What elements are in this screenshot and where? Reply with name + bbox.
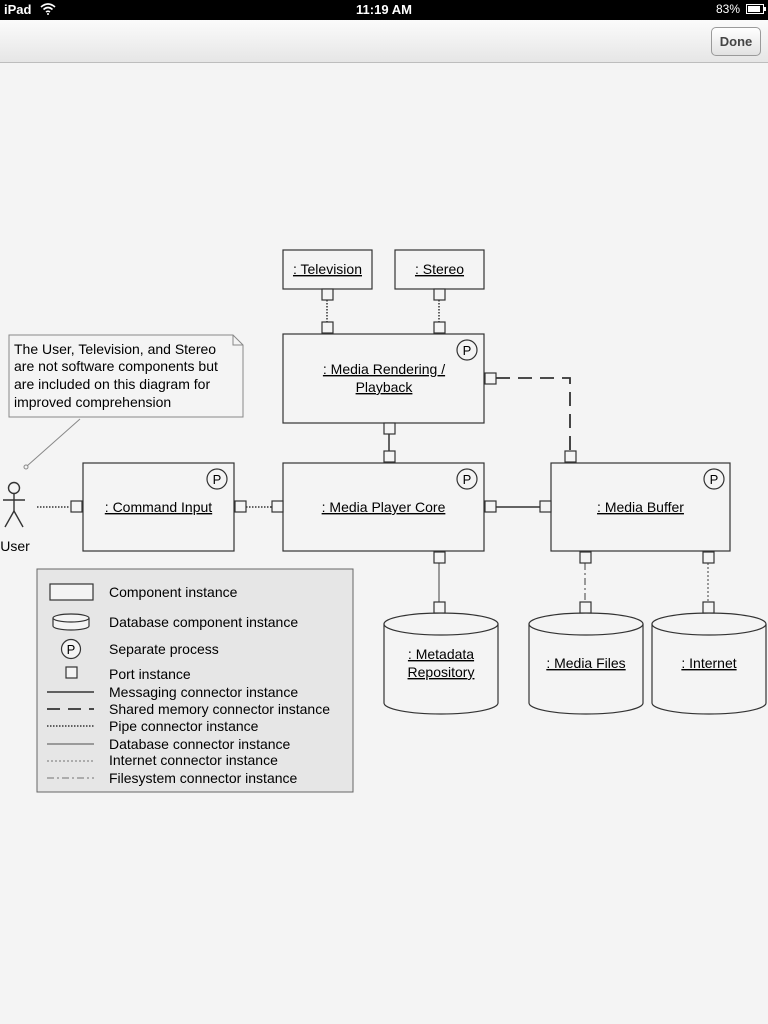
component-media-rendering: : Media Rendering / Playback P: [282, 333, 485, 424]
legend-port-symbol: [65, 666, 78, 679]
legend-label: Database connector instance: [109, 736, 291, 752]
component-media-buffer: : Media Buffer P: [550, 462, 731, 552]
process-marker: P: [463, 472, 472, 487]
process-icon: P: [206, 468, 228, 490]
port-instance: [564, 450, 577, 463]
process-icon: P: [456, 339, 478, 361]
buffer-label: : Media Buffer: [597, 499, 684, 515]
legend-label: Filesystem connector instance: [109, 770, 298, 786]
legend-process-marker: P: [67, 642, 76, 657]
legend-label: Internet connector instance: [109, 752, 278, 768]
legend-database-symbol: [52, 613, 90, 631]
port-instance: [70, 500, 83, 513]
port-instance: [702, 601, 715, 614]
legend-label: Messaging connector instance: [109, 684, 298, 700]
legend-component-symbol: [49, 583, 94, 601]
battery-icon: [746, 4, 766, 14]
device-name: iPad: [4, 2, 32, 17]
port-instance: [579, 601, 592, 614]
port-instance: [321, 288, 334, 301]
legend-label: Component instance: [109, 584, 238, 600]
note-line-2: are not software components but: [14, 358, 218, 374]
port-instance: [702, 551, 715, 564]
legend-label: Port instance: [109, 666, 191, 682]
port-instance: [321, 321, 334, 334]
command-input-label: : Command Input: [105, 499, 212, 515]
note-line-4: improved comprehension: [14, 394, 171, 410]
metadata-label-line2: Repository: [408, 664, 475, 680]
port-instance: [433, 321, 446, 334]
database-media-files: : Media Files: [528, 612, 644, 715]
process-marker: P: [710, 472, 719, 487]
process-icon: P: [703, 468, 725, 490]
port-instance: [484, 500, 497, 513]
port-instance: [383, 422, 396, 435]
comment-note: The User, Television, and Stereo are not…: [8, 334, 244, 470]
rendering-label-line1: : Media Rendering /: [323, 361, 445, 377]
status-bar: iPad 11:19 AM 83%: [0, 0, 768, 20]
note-line-1: The User, Television, and Stereo: [14, 341, 216, 357]
port-instance: [234, 500, 247, 513]
process-icon: P: [456, 468, 478, 490]
done-button[interactable]: Done: [711, 27, 761, 56]
legend: P Component instance Database component …: [36, 568, 354, 793]
port-instance: [433, 551, 446, 564]
component-media-player-core: : Media Player Core P: [282, 462, 485, 552]
component-stereo: : Stereo: [394, 249, 485, 290]
legend-process-symbol: P: [60, 638, 82, 660]
clock: 11:19 AM: [356, 2, 412, 17]
television-label: : Television: [293, 261, 362, 277]
user-actor-icon: [3, 481, 25, 528]
legend-label: Shared memory connector instance: [109, 701, 330, 717]
media-files-label: : Media Files: [546, 655, 625, 671]
shared-memory-connector: [496, 377, 571, 451]
user-label: User: [0, 538, 30, 554]
component-television: : Television: [282, 249, 373, 290]
component-command-input: : Command Input P: [82, 462, 235, 552]
battery-percent: 83%: [715, 2, 740, 16]
database-internet: : Internet: [651, 612, 767, 715]
database-metadata-repository: : Metadata Repository: [383, 612, 499, 715]
port-instance: [539, 500, 552, 513]
toolbar: Done: [0, 20, 768, 63]
port-instance: [433, 601, 446, 614]
metadata-label-line1: : Metadata: [408, 646, 474, 662]
internet-label: : Internet: [681, 655, 736, 671]
note-line-3: are included on this diagram for: [14, 376, 210, 392]
stereo-label: : Stereo: [415, 261, 464, 277]
port-instance: [484, 372, 497, 385]
wifi-icon: [40, 3, 56, 18]
core-label: : Media Player Core: [322, 499, 446, 515]
port-instance: [433, 288, 446, 301]
rendering-label-line2: Playback: [356, 379, 414, 395]
process-marker: P: [463, 343, 472, 358]
port-instance: [271, 500, 284, 513]
process-marker: P: [213, 472, 222, 487]
port-instance: [383, 450, 396, 463]
port-instance: [579, 551, 592, 564]
legend-label: Database component instance: [109, 614, 298, 630]
legend-label: Separate process: [109, 641, 219, 657]
legend-label: Pipe connector instance: [109, 718, 259, 734]
note-anchor-line: [26, 418, 81, 467]
